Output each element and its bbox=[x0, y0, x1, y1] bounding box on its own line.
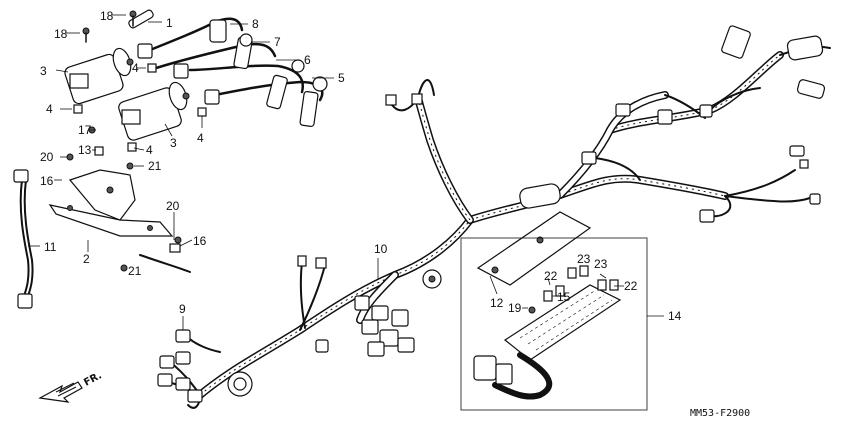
callout-14: 14 bbox=[668, 309, 682, 323]
callout-5: 5 bbox=[338, 71, 345, 85]
callout-2: 2 bbox=[83, 252, 90, 266]
callout-4d: 4 bbox=[197, 131, 204, 145]
callout-4b: 4 bbox=[46, 102, 53, 116]
callout-3b: 3 bbox=[170, 136, 177, 150]
callout-12: 12 bbox=[490, 296, 504, 310]
callout-23a: 23 bbox=[577, 252, 591, 266]
callout-19: 19 bbox=[508, 301, 522, 315]
callout-1: 1 bbox=[166, 16, 173, 30]
callout-4a: 4 bbox=[132, 61, 139, 75]
front-direction-arrow: FR. bbox=[38, 370, 104, 403]
sub-harness bbox=[13, 169, 34, 309]
callout-9: 9 bbox=[179, 302, 186, 316]
front-direction-label: FR. bbox=[82, 370, 104, 388]
callout-16a: 16 bbox=[40, 174, 54, 188]
callout-23b: 23 bbox=[594, 257, 608, 271]
callout-8: 8 bbox=[252, 17, 259, 31]
ignition-coil-left bbox=[64, 47, 134, 105]
callout-21a: 21 bbox=[148, 159, 162, 173]
plug-caps-and-leads bbox=[128, 9, 328, 128]
mounting-bracket bbox=[48, 169, 174, 237]
ignition-coil-right bbox=[118, 81, 190, 141]
callout-6: 6 bbox=[304, 53, 311, 67]
fuse-box-cover bbox=[476, 211, 592, 286]
callout-labels: 1 2 3 3 4 4 4 4 5 6 7 8 9 10 11 12 13 14… bbox=[40, 9, 682, 323]
leader-lines bbox=[28, 14, 664, 330]
callout-15: 15 bbox=[557, 290, 571, 304]
small-fasteners bbox=[66, 10, 207, 170]
callout-4c: 4 bbox=[146, 143, 153, 157]
callout-22b: 22 bbox=[624, 279, 638, 293]
callout-22a: 22 bbox=[544, 269, 558, 283]
callout-18a: 18 bbox=[100, 9, 114, 23]
figure-code: MM53-F2900 bbox=[690, 408, 750, 419]
callout-3a: 3 bbox=[40, 64, 47, 78]
callout-16b: 16 bbox=[193, 234, 207, 248]
callout-17: 17 bbox=[78, 123, 92, 137]
fuse-box-assembly bbox=[460, 237, 648, 411]
callout-10: 10 bbox=[374, 242, 388, 256]
callout-20a: 20 bbox=[40, 150, 54, 164]
callout-7: 7 bbox=[274, 35, 281, 49]
callout-18b: 18 bbox=[54, 27, 68, 41]
callout-11: 11 bbox=[44, 240, 57, 254]
callout-20b: 20 bbox=[166, 199, 180, 213]
callout-21b: 21 bbox=[128, 264, 142, 278]
side-harness-piece bbox=[120, 236, 191, 273]
main-wire-harness bbox=[157, 25, 831, 409]
callout-13: 13 bbox=[78, 143, 92, 157]
